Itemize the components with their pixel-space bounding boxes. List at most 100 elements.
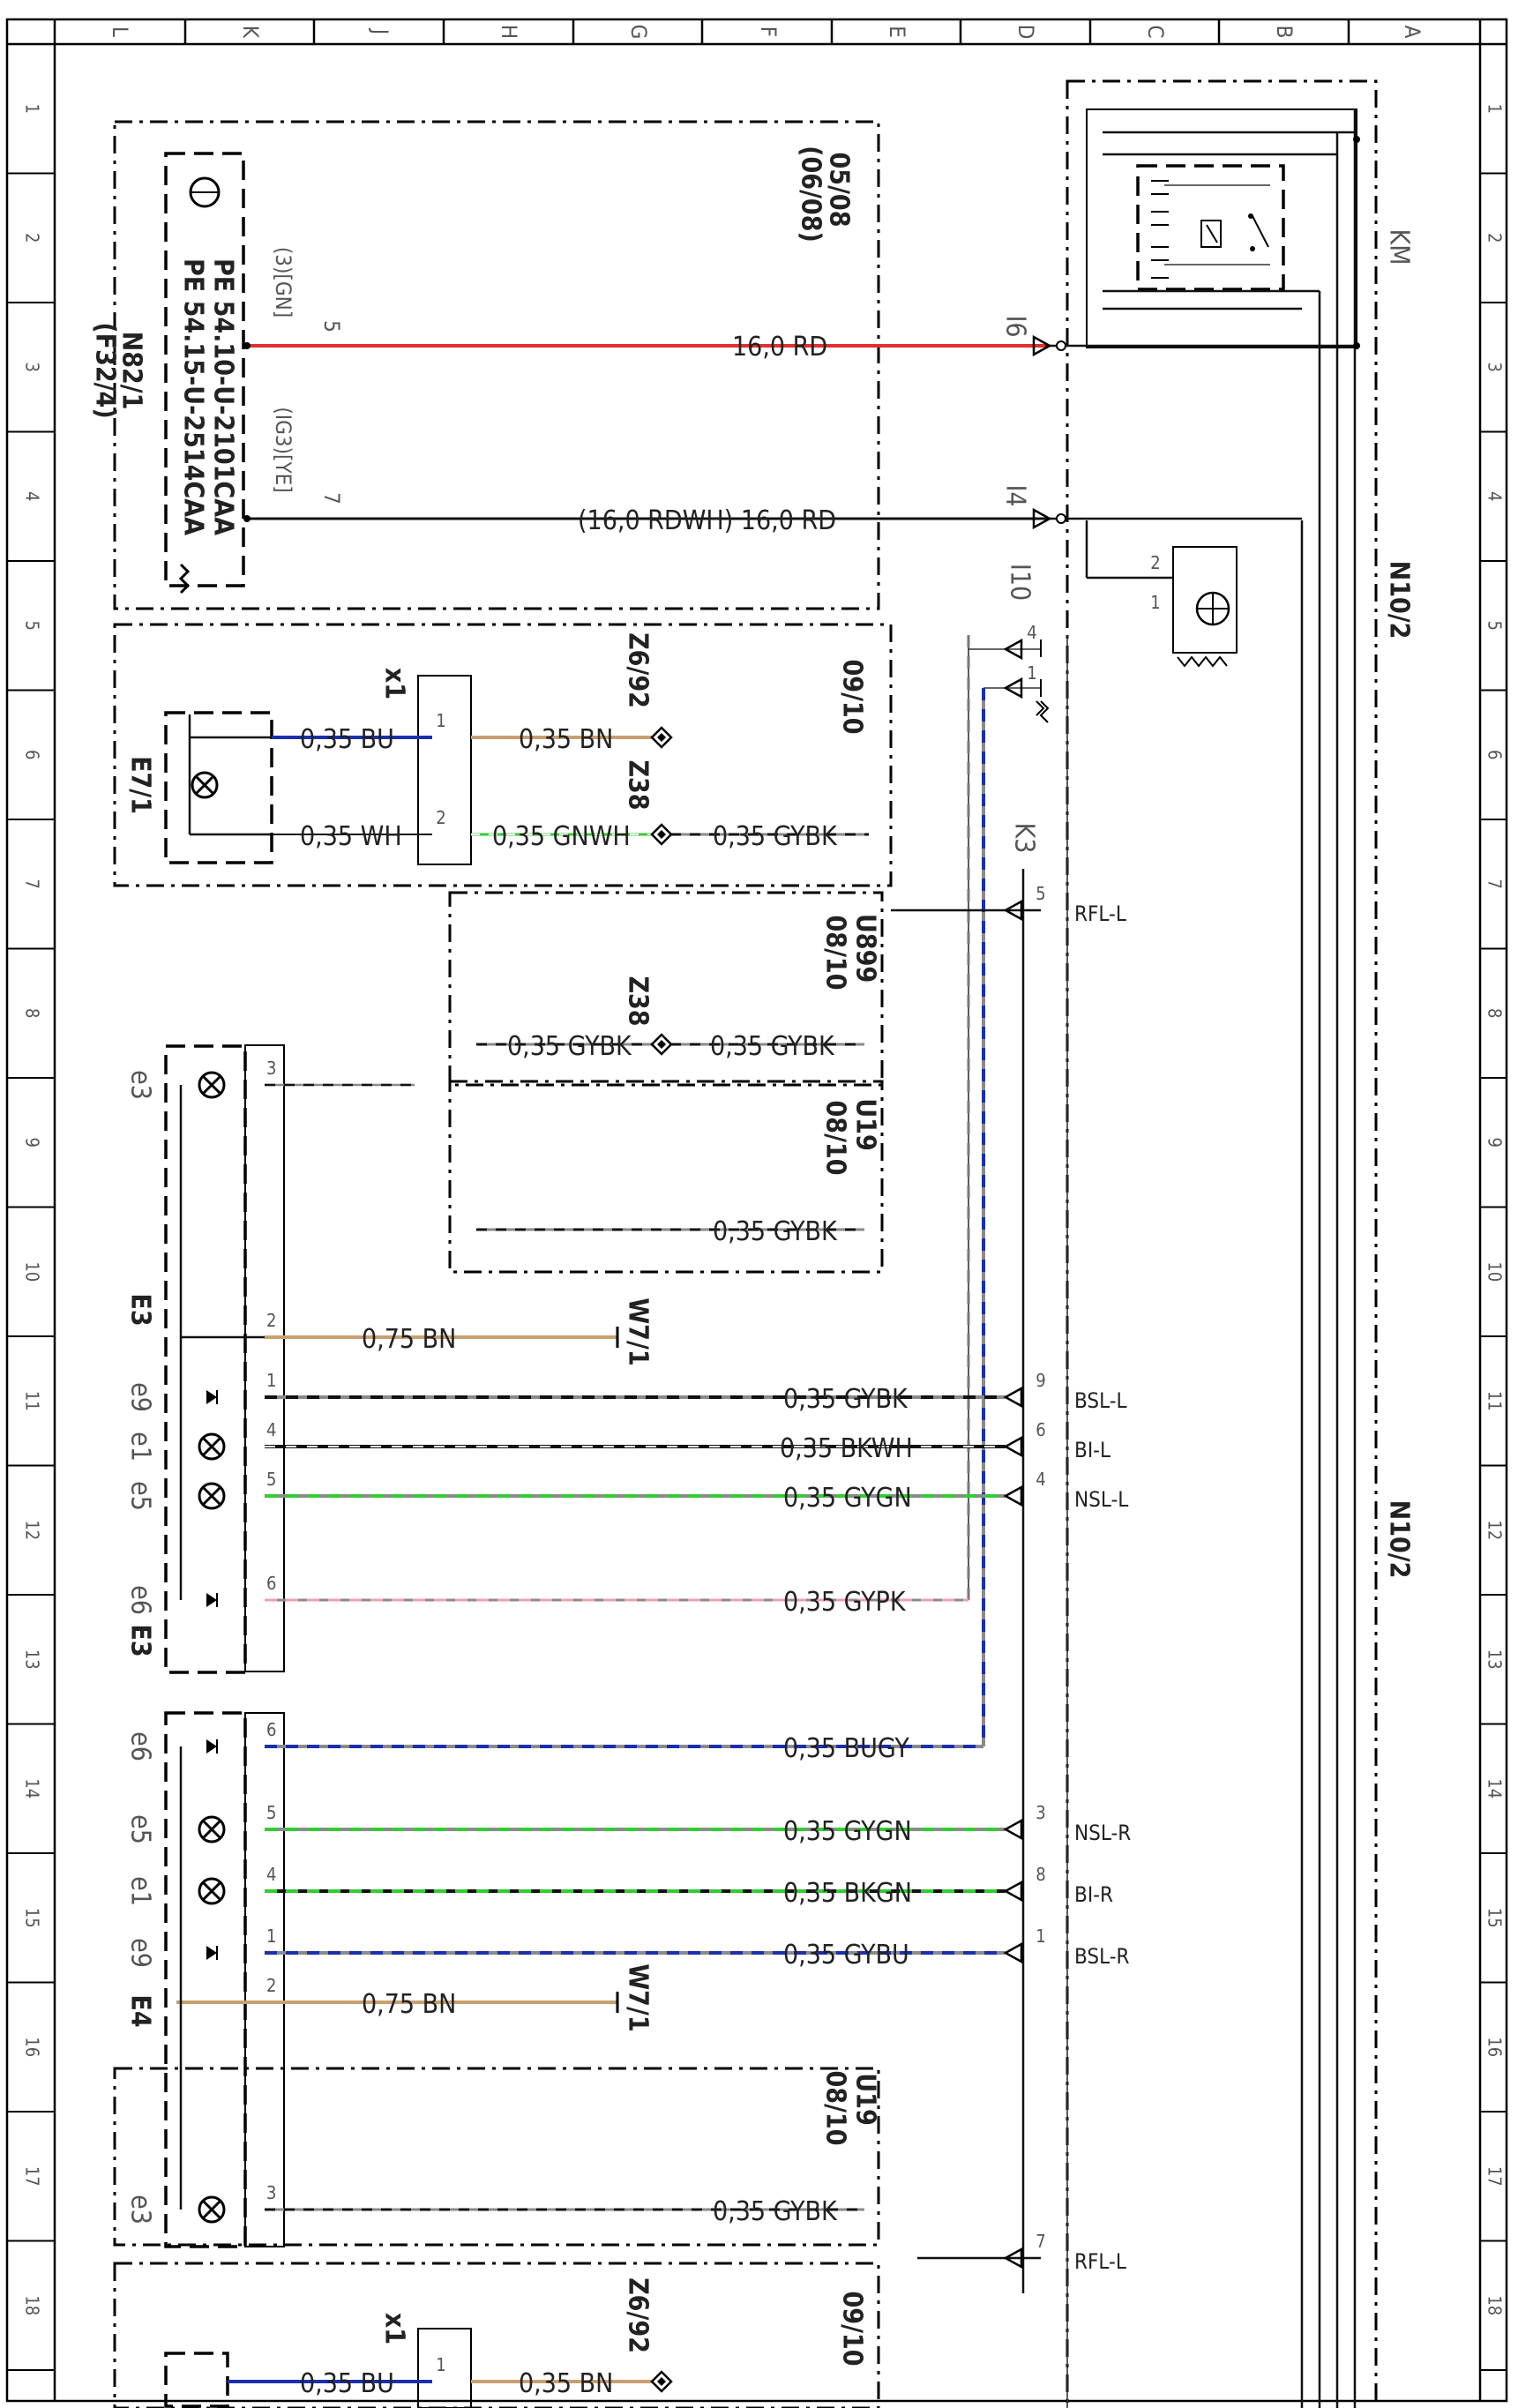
- wire-label: 0,35 GNWH: [492, 821, 631, 852]
- wire-label: 0,35 GYBK: [713, 1216, 838, 1247]
- row-label: 4: [1484, 491, 1506, 501]
- e3-pin: 3: [266, 1058, 276, 1079]
- row-label: 5: [22, 621, 43, 631]
- wire-label: 0,35 BKGN: [783, 1878, 912, 1909]
- row-label: 16: [22, 2037, 43, 2057]
- wire-label: 0,35 BUGY: [783, 1733, 909, 1764]
- wire-label: 0,35 GYGN: [783, 1816, 912, 1847]
- k3-pin: 3: [1036, 1802, 1045, 1823]
- e3-pin: 5: [266, 1469, 276, 1490]
- u899-name: U899: [850, 914, 881, 983]
- wire-label: 0,35 GYBK: [783, 1384, 909, 1415]
- connector-triangle: [1032, 507, 1052, 530]
- u19b-box: [113, 2067, 880, 2247]
- bottom-pin: 1: [436, 2354, 445, 2375]
- k3-signal: BI-R: [1074, 1882, 1113, 1907]
- conn-i10: I10: [1005, 564, 1036, 601]
- wire-label: (16,0 RDWH) 16,0 RD: [578, 505, 836, 536]
- led-icon: [206, 1739, 217, 1754]
- wire-label: 0,35 GYBU: [783, 1940, 909, 1971]
- bottom-gnd: Z6/92: [623, 2277, 654, 2353]
- row-label: 15: [1484, 1908, 1506, 1928]
- connector-triangle: [1003, 899, 1023, 922]
- labels: N82/1 (F32/4) PE 54.10-U-2101CAA PE 54.1…: [90, 146, 1415, 2399]
- n82-box: [113, 120, 880, 610]
- n82-part2: PE 54.15-U-2514CAA: [178, 258, 209, 535]
- wire-label: 0,35 BU: [300, 724, 394, 755]
- e3-lbl-e6: e6: [125, 1585, 156, 1615]
- n10-box: [1066, 79, 1378, 2408]
- col-label: F: [756, 26, 781, 37]
- e4-name: E4: [125, 1994, 156, 2027]
- rfl-l-top-pin: 5: [1036, 883, 1045, 904]
- e71-name: E7/1: [125, 756, 156, 814]
- row-label: 17: [1484, 2166, 1506, 2187]
- k3-signal: BSL-L: [1074, 1388, 1127, 1413]
- wire-label: 0,35 GYGN: [783, 1483, 912, 1514]
- row-label: 18: [22, 2295, 43, 2315]
- wire-label: 0,35 BN: [519, 2368, 613, 2399]
- row-label: 3: [22, 363, 43, 372]
- led-icon: [206, 1946, 217, 1960]
- e4-gnd: W7/1: [623, 1963, 654, 2031]
- k3-pin: 6: [1036, 1419, 1045, 1440]
- k3-pin: 1: [1036, 1926, 1045, 1947]
- row-label: 9: [22, 1138, 43, 1148]
- rfl-l-bottom: RFL-L: [1074, 2249, 1126, 2274]
- k3-signal: BI-L: [1074, 1438, 1110, 1462]
- col-label: D: [1013, 25, 1038, 40]
- e4-pin: 4: [266, 1864, 276, 1885]
- e4-lbl: e6: [125, 1731, 156, 1761]
- e71-ref: 09/10: [837, 660, 868, 735]
- km-pin1: 1: [1150, 592, 1160, 613]
- row-label: 14: [1484, 1778, 1506, 1799]
- e71-lamp-box: [164, 711, 273, 864]
- connector-triangle: [1003, 1386, 1023, 1409]
- wire-label: 0,35 BN: [519, 724, 613, 755]
- n10-name-2: N10/2: [1384, 1500, 1415, 1579]
- k3-signal: BSL-R: [1074, 1944, 1130, 1969]
- led-icon: [206, 1593, 217, 1607]
- n82-inner-box: [164, 152, 245, 587]
- connector-triangle: [1003, 1484, 1023, 1507]
- e4-lbl: e5: [125, 1814, 156, 1844]
- wire-label: 0,35 BKWH: [780, 1433, 913, 1464]
- rfl-l-top: RFL-L: [1074, 901, 1126, 926]
- e3-pin: 1: [266, 1370, 276, 1391]
- u19a-box: [448, 1080, 884, 1274]
- conn-i10-pin: 1: [1027, 662, 1036, 684]
- e3-gnd: W7/1: [623, 1297, 654, 1365]
- e4-lbl: e3: [125, 2195, 156, 2225]
- conn-i10-pin: 4: [1027, 622, 1036, 643]
- e3-lamp-box: [164, 1044, 247, 1674]
- row-label: 7: [1484, 879, 1506, 889]
- k3-signal: NSL-R: [1074, 1821, 1131, 1845]
- row-label: 4: [22, 491, 43, 501]
- k3-pin: 4: [1036, 1469, 1045, 1490]
- wire-label: 0,35 GYBK: [507, 1031, 632, 1062]
- u19b-name: U19: [850, 2073, 881, 2125]
- conn-i6: I6: [1000, 315, 1031, 337]
- n82-ref2: (06/08): [796, 146, 826, 243]
- k3-signal: NSL-L: [1074, 1487, 1128, 1512]
- e3-pin: 4: [266, 1419, 276, 1440]
- n82-name: N82/1: [116, 332, 147, 410]
- bottom-ref: 09/10: [837, 2292, 868, 2367]
- u899-box: [448, 891, 884, 1087]
- wires: [176, 344, 1357, 2383]
- row-label: 10: [22, 1261, 43, 1282]
- col-label: C: [1143, 25, 1168, 38]
- e3-lbl-e5: e5: [125, 1481, 156, 1511]
- e71-conn: x1: [379, 668, 410, 699]
- e3-lbl-e9: e9: [125, 1382, 156, 1412]
- e3-pin: 6: [266, 1573, 276, 1594]
- n10-name: N10/2: [1384, 561, 1415, 639]
- col-label: G: [626, 25, 651, 40]
- k3-pin: 8: [1036, 1864, 1045, 1885]
- row-label: 14: [22, 1778, 43, 1799]
- e71-gnd1: Z6/92: [623, 632, 654, 708]
- connector-triangle: [1003, 677, 1023, 699]
- row-label: 1: [22, 104, 43, 114]
